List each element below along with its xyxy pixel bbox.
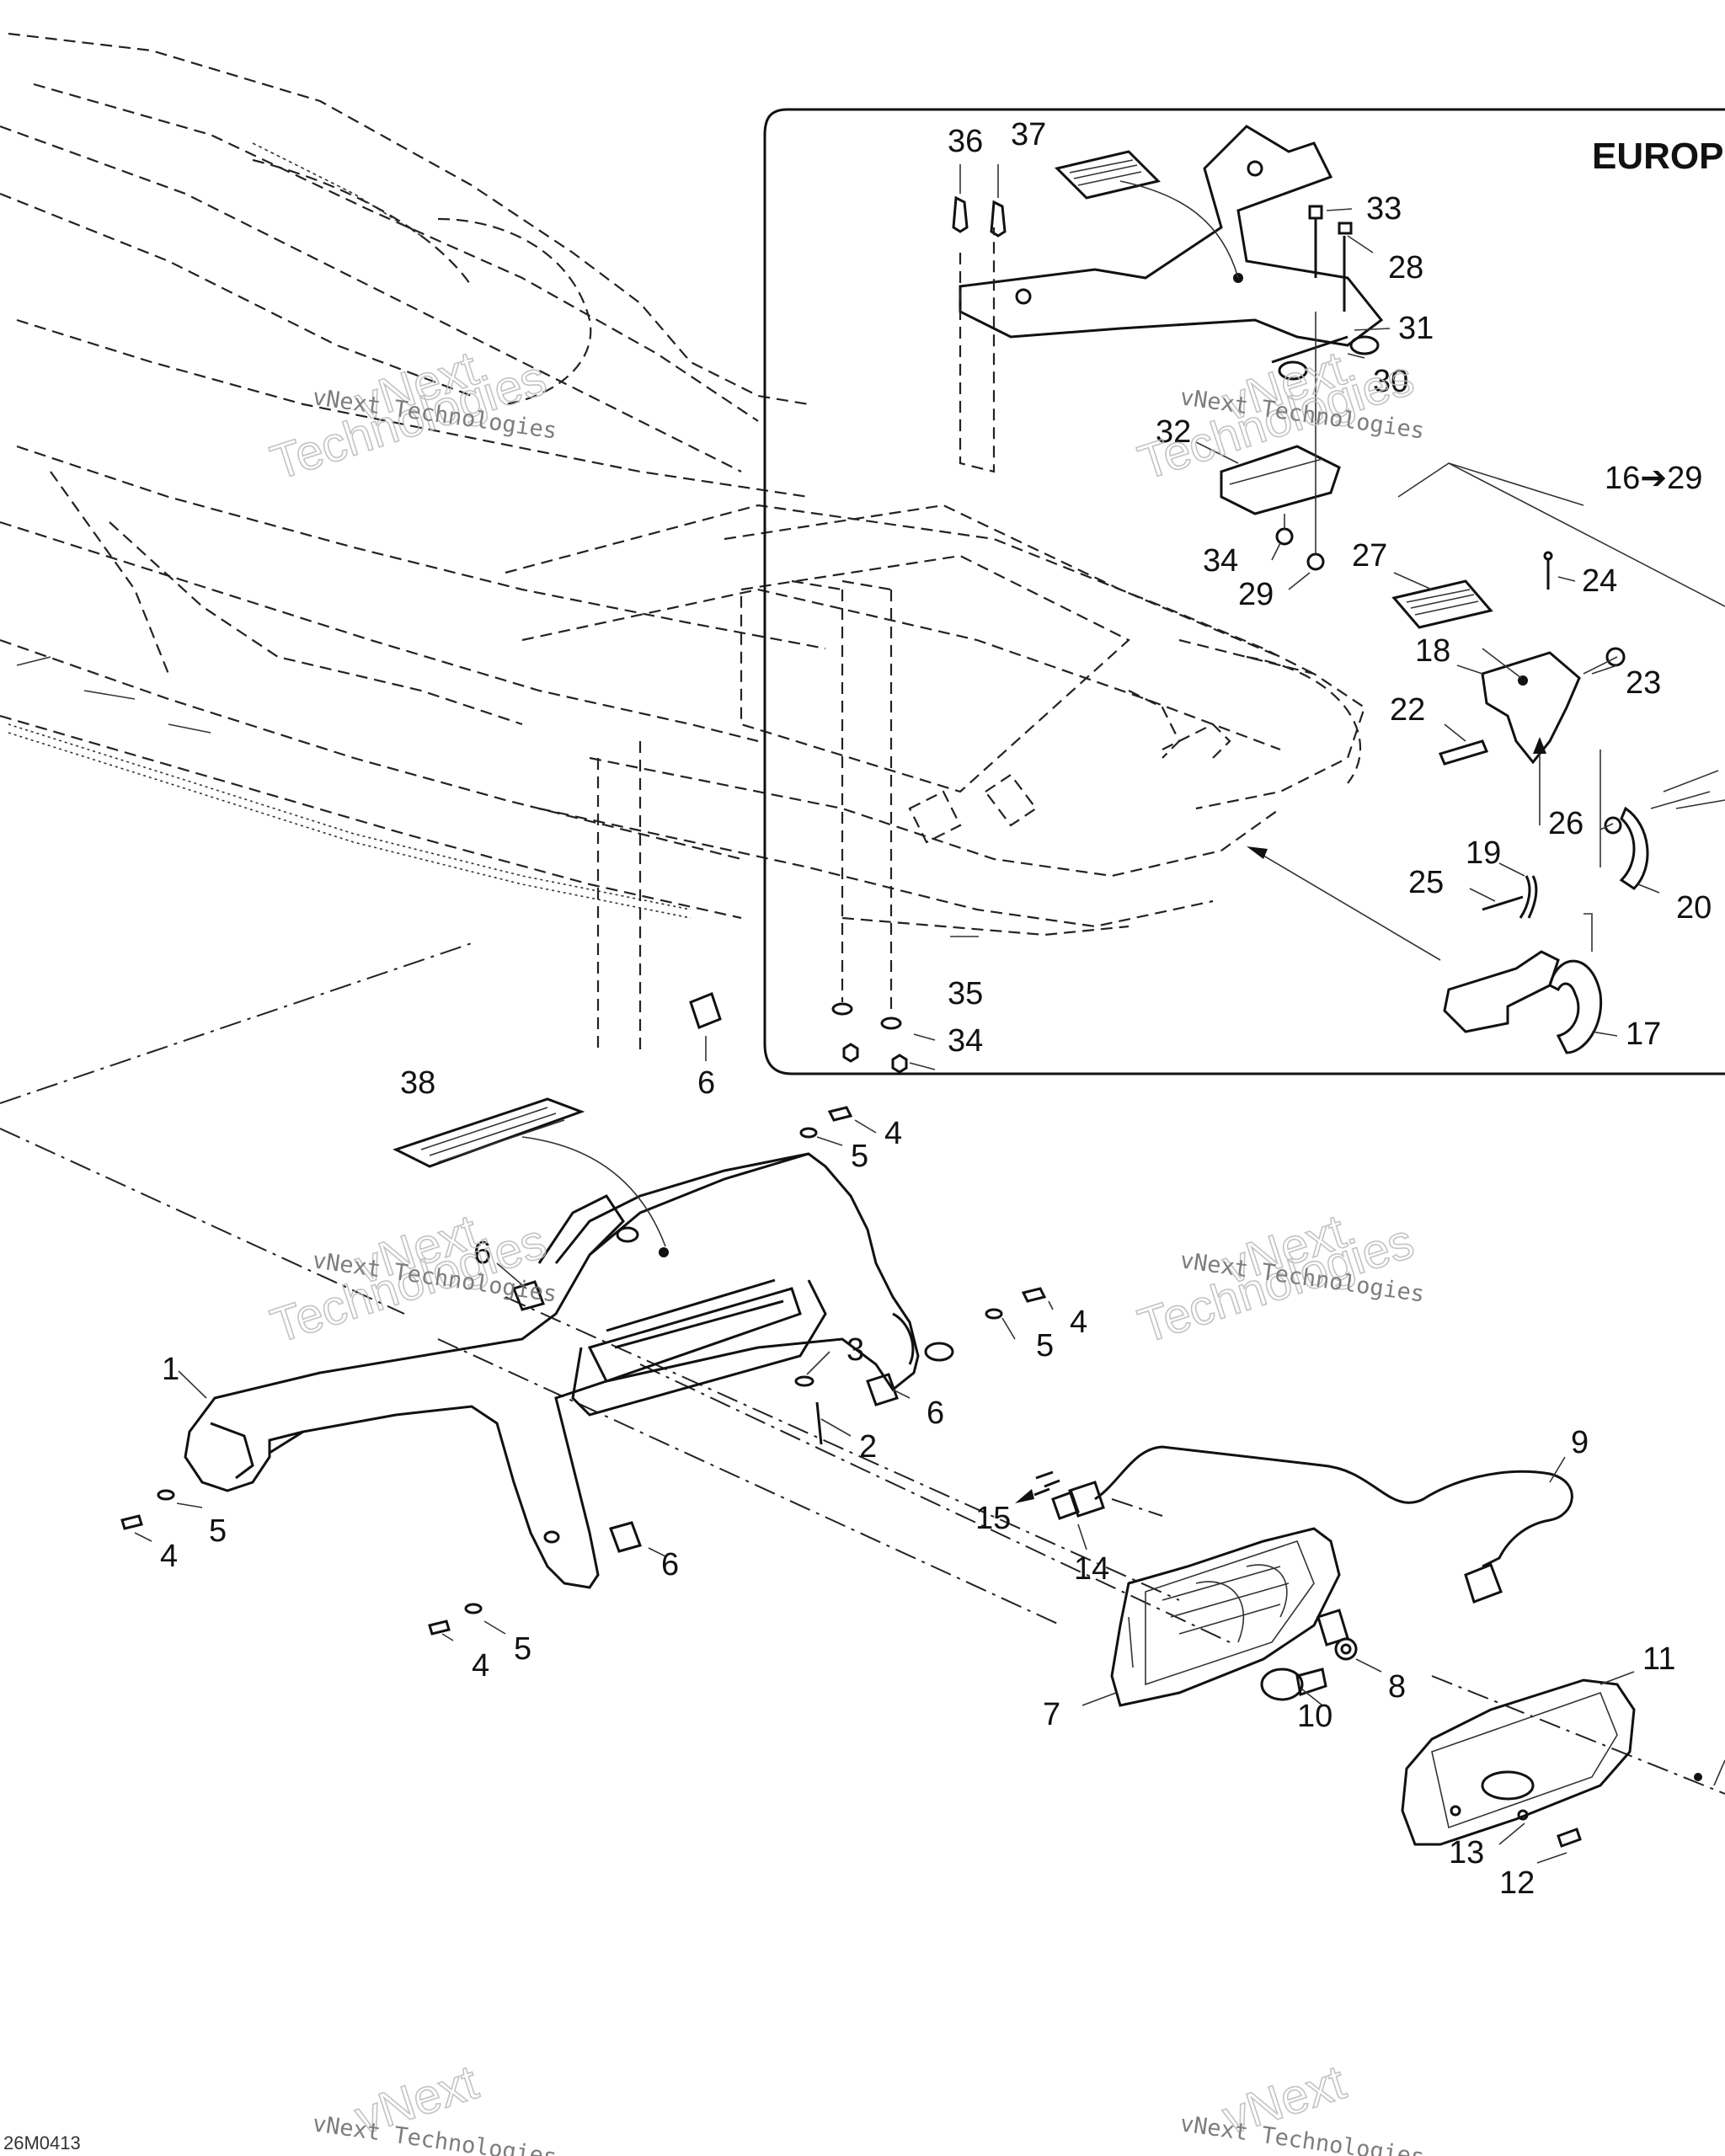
callout-18: 18 xyxy=(1415,633,1450,669)
callout-5d: 5 xyxy=(514,1631,531,1667)
bolts-33-28 xyxy=(1308,205,1353,312)
callout-1: 1 xyxy=(162,1352,179,1387)
callout-33: 33 xyxy=(1366,191,1402,227)
taillight-housing-7 xyxy=(1110,1527,1341,1707)
leader-lines xyxy=(134,208,1660,1864)
license-bracket xyxy=(959,125,1384,347)
callout-20: 20 xyxy=(1676,890,1712,926)
callout-16-29: 16➔29 xyxy=(1605,461,1702,496)
callout-4a: 4 xyxy=(884,1116,902,1151)
callout-14: 14 xyxy=(1074,1551,1109,1587)
callout-19: 19 xyxy=(1466,835,1501,871)
screw-12 xyxy=(1517,1809,1582,1848)
callout-23: 23 xyxy=(1626,665,1661,701)
hitch-pins xyxy=(1482,770,1725,919)
decal-37 xyxy=(1055,150,1239,279)
callout-4b: 4 xyxy=(1070,1305,1087,1340)
edge-fastener xyxy=(1694,1759,1725,1786)
callout-5a: 5 xyxy=(851,1139,868,1174)
callout-6c: 6 xyxy=(927,1396,944,1431)
drawing-code: 26M0413 xyxy=(3,2132,81,2153)
callout-37: 37 xyxy=(1011,117,1046,152)
decal-27 xyxy=(1391,579,1493,629)
nuts-34-29 xyxy=(1275,312,1325,571)
washers-35-34 xyxy=(791,227,996,1074)
callout-12: 12 xyxy=(1499,1865,1535,1901)
chassis-frame xyxy=(0,32,1366,937)
callout-5b: 5 xyxy=(1036,1328,1054,1364)
hitch-body-18 xyxy=(1481,648,1581,765)
callout-24: 24 xyxy=(1582,563,1617,599)
callout-31: 31 xyxy=(1398,311,1434,346)
callout-22: 22 xyxy=(1390,692,1425,728)
bushing-30 xyxy=(1271,335,1380,381)
callout-15: 15 xyxy=(975,1501,1011,1536)
bulb-10 xyxy=(1260,1668,1327,1701)
bumper-fasteners xyxy=(120,992,1047,1636)
callout-13: 13 xyxy=(1449,1835,1484,1870)
tow-hook-17 xyxy=(1443,950,1603,1054)
callout-36: 36 xyxy=(948,124,983,159)
callout-34a: 34 xyxy=(1203,543,1238,579)
watermarks: vNext Technologies vNext Technologies vN… xyxy=(264,340,1426,2156)
rear-bumper-1 xyxy=(184,1136,954,1589)
hitch-bracket xyxy=(1397,462,1725,607)
callout-8: 8 xyxy=(1388,1669,1406,1705)
callout-32: 32 xyxy=(1156,414,1191,450)
callout-11: 11 xyxy=(1642,1641,1675,1677)
bulb-socket-8 xyxy=(1316,1609,1358,1661)
wire-harness-9 xyxy=(1015,1445,1573,1604)
europe-inset: EUROPE xyxy=(763,108,1725,1075)
callout-25: 25 xyxy=(1408,865,1444,900)
callout-6d: 6 xyxy=(661,1547,679,1582)
callout-6b: 6 xyxy=(473,1235,491,1271)
callout-3: 3 xyxy=(846,1332,864,1368)
inset-leaders xyxy=(1247,737,1601,961)
callout-10: 10 xyxy=(1297,1699,1332,1734)
decal-38 xyxy=(393,1097,585,1168)
bracket-32 xyxy=(1220,445,1341,515)
callout-34b: 34 xyxy=(948,1023,983,1059)
callout-27: 27 xyxy=(1352,538,1387,574)
callout-28: 28 xyxy=(1388,250,1423,286)
callout-29: 29 xyxy=(1238,577,1274,612)
callout-numbers: 1 2 3 4 4 4 4 5 5 5 5 6 6 6 6 7 8 9 10 1… xyxy=(160,117,1712,1901)
callout-38: 38 xyxy=(400,1065,435,1101)
callout-4d: 4 xyxy=(472,1648,489,1684)
callout-26: 26 xyxy=(1548,806,1583,841)
callout-6a: 6 xyxy=(697,1065,715,1101)
taillight-lens-11 xyxy=(1401,1678,1636,1846)
callout-30: 30 xyxy=(1373,364,1408,399)
callout-7: 7 xyxy=(1043,1697,1060,1732)
region-label: EUROPE xyxy=(1592,136,1725,177)
callout-17: 17 xyxy=(1626,1017,1661,1052)
callout-9: 9 xyxy=(1571,1425,1589,1460)
callout-2: 2 xyxy=(859,1429,877,1465)
callout-4c: 4 xyxy=(160,1539,178,1574)
assembly-lines xyxy=(0,741,1725,1795)
callout-5c: 5 xyxy=(209,1513,227,1549)
bolts-36 xyxy=(952,164,1007,237)
track-lugs xyxy=(8,142,692,919)
callout-35: 35 xyxy=(948,976,983,1011)
